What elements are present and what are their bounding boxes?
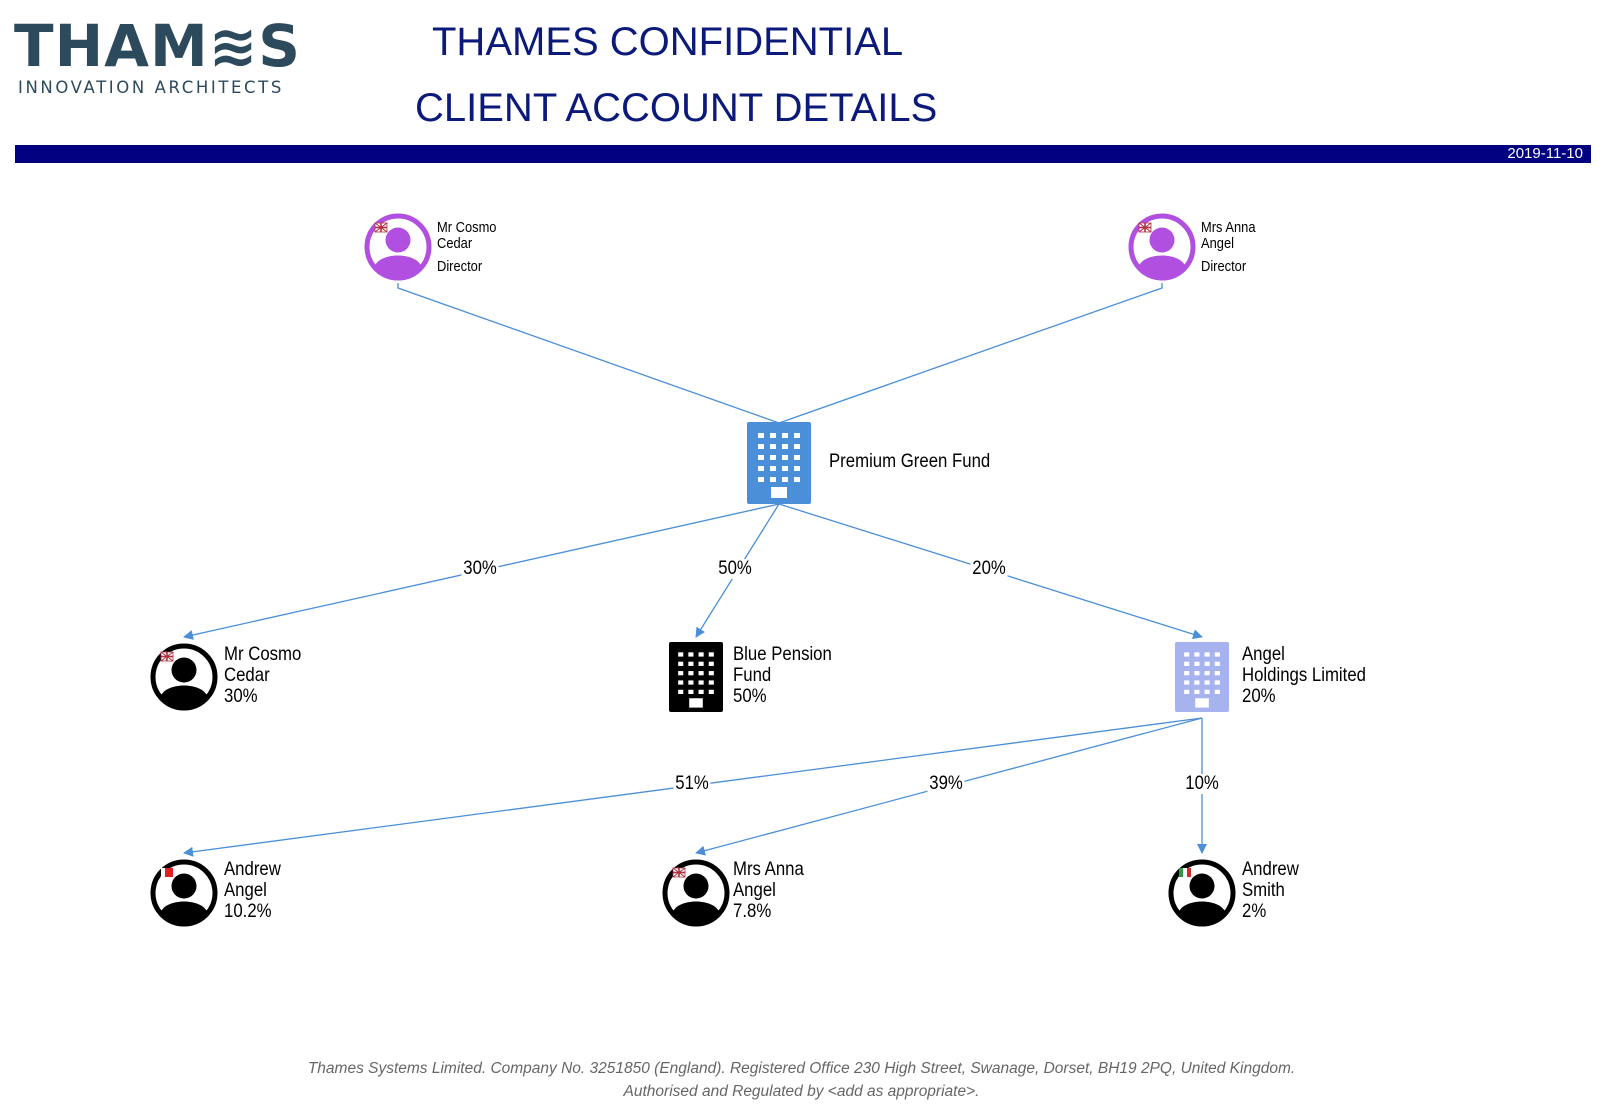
sub-owner-line2: Angel [224,879,267,901]
director-links [397,283,1163,424]
edge-label: 20% [970,558,1008,579]
edge-label: 51% [673,773,711,794]
footer-regulation: Authorised and Regulated by <add as appr… [623,1083,980,1100]
owner-share: 30% [224,685,258,707]
logo-wordmark: THAM≋S [14,12,302,80]
sub-owner-line2: Smith [1242,879,1285,901]
director-name-line2: Angel [1201,235,1235,252]
director-name-line1: Mr Cosmo [437,219,497,236]
director-role: Director [437,258,483,275]
sub-owner-share: 7.8% [733,900,772,922]
director-label: Mr Cosmo Cedar Director [437,220,496,275]
uk-flag-icon [1138,222,1152,233]
page-title: THAMES CONFIDENTIAL [432,20,904,64]
logo-tagline: INNOVATION ARCHITECTS [18,78,284,97]
director-label: Mrs Anna Angel Director [1201,220,1256,275]
sub-owner-line1: Andrew [224,858,281,880]
fund-name: Premium Green Fund [829,450,991,472]
sub-owner-share: 2% [1242,900,1267,922]
sub-owner-label: Andrew Smith 2% [1242,859,1299,922]
owner-line1: Angel [1242,643,1285,665]
director-role: Director [1201,258,1247,275]
owner-label: Mr Cosmo Cedar 30% [224,644,301,707]
owner-line2: Fund [733,664,772,686]
director-link-cedar [397,283,780,424]
owner-share: 20% [1242,685,1276,707]
company-logo: THAM≋S INNOVATION ARCHITECTS [14,16,314,106]
building-icon [747,422,811,504]
page-subtitle: CLIENT ACCOUNT DETAILS [415,86,938,130]
owner-line2: Holdings Limited [1242,664,1366,686]
building-icon [669,642,723,712]
owner-line1: Blue Pension [733,643,832,665]
edge-label: 30% [461,558,499,579]
uk-flag-icon [160,651,174,662]
sub-owner-line1: Andrew [1242,858,1299,880]
uk-flag-icon [672,867,686,878]
owner-label: Angel Holdings Limited 20% [1242,644,1366,707]
owner-share: 50% [733,685,767,707]
edge-label: 50% [716,558,754,579]
director-name-line2: Cedar [437,235,473,252]
director-link-angel [778,283,1163,424]
director-name-line1: Mrs Anna [1201,219,1256,236]
edge-label: 10% [1183,773,1221,794]
uk-flag-icon [374,222,388,233]
italy-flag-icon [1179,868,1191,877]
sub-owner-line2: Angel [733,879,776,901]
owner-label: Blue Pension Fund 50% [733,644,832,707]
red-flag-icon [161,868,173,877]
sub-owner-label: Mrs Anna Angel 7.8% [733,859,804,922]
building-icon [1175,642,1229,712]
sub-owner-label: Andrew Angel 10.2% [224,859,281,922]
report-date: 2019-11-10 [1507,145,1583,162]
sub-owner-line1: Mrs Anna [733,858,804,880]
sub-owner-share: 10.2% [224,900,272,922]
owner-line2: Cedar [224,664,270,686]
footer-company-info: Thames Systems Limited. Company No. 3251… [307,1060,1296,1077]
owner-line1: Mr Cosmo [224,643,302,665]
header-band: 2019-11-10 [15,145,1591,163]
edge-label: 39% [927,773,965,794]
